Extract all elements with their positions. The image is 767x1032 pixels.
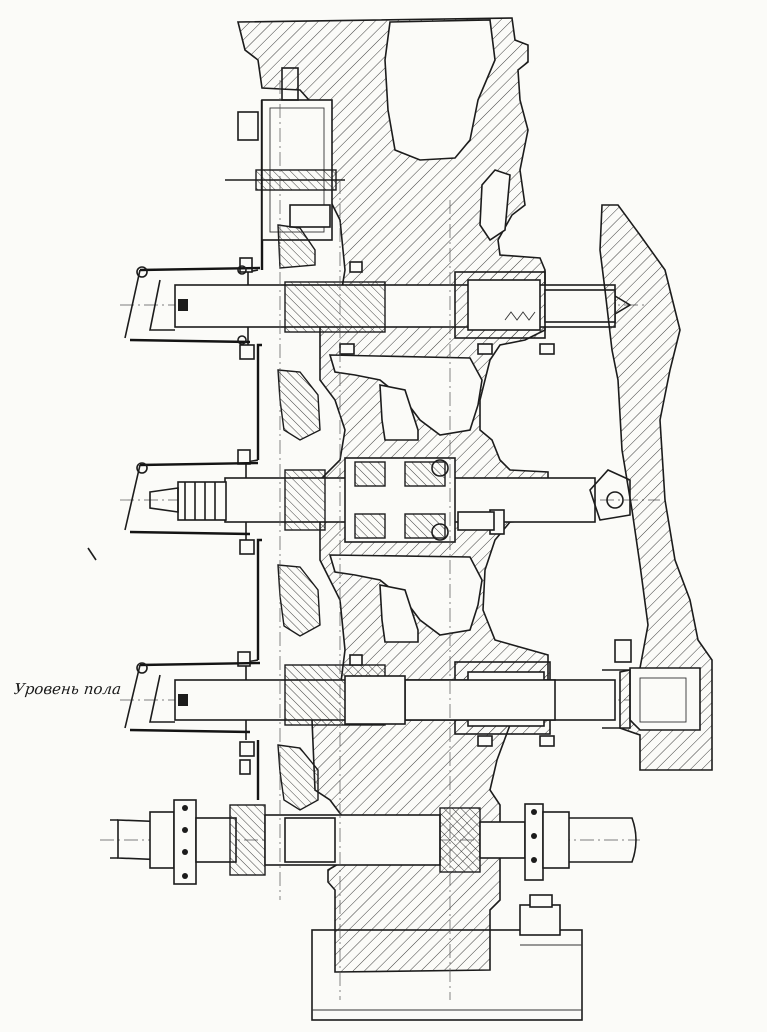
wall-column [599, 204, 713, 771]
foundation [279, 80, 583, 1021]
impellers [277, 224, 321, 811]
stage-passage-1 [328, 354, 483, 441]
shaft-middle [120, 457, 660, 543]
stray-mark [87, 547, 97, 561]
top-bearing-box [225, 67, 345, 241]
stage-passage-2 [328, 554, 483, 643]
shaft-lower [120, 654, 700, 775]
shaft-upper [120, 261, 645, 355]
floor-level-label: Уровень пола [13, 680, 123, 698]
drive-shaft [100, 799, 640, 885]
